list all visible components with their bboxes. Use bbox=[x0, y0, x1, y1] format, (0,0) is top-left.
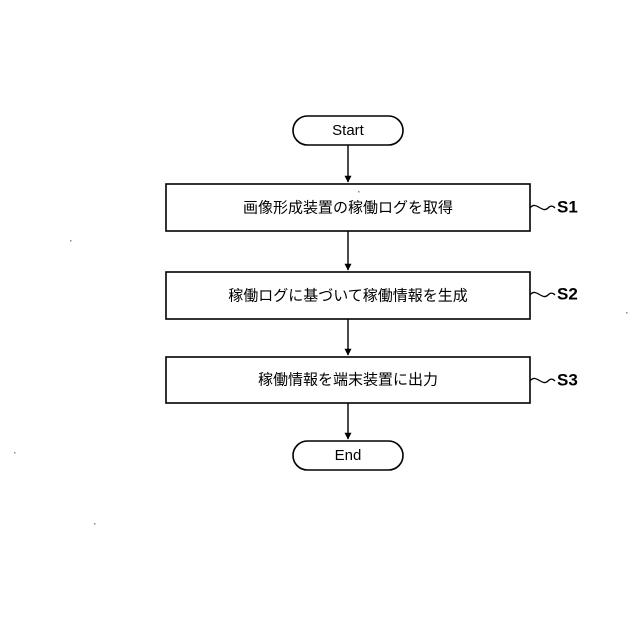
step-label-s3: S3 bbox=[557, 370, 578, 389]
step-leader-s2 bbox=[530, 292, 555, 296]
process-text-s1: 画像形成装置の稼働ログを取得 bbox=[243, 199, 453, 217]
end-label: End bbox=[335, 447, 362, 464]
step-label-s1: S1 bbox=[557, 197, 578, 216]
process-box-s3: 稼働情報を端末装置に出力 bbox=[166, 357, 530, 403]
start-label: Start bbox=[332, 122, 365, 139]
process-box-s1: 画像形成装置の稼働ログを取得 bbox=[166, 184, 530, 231]
start-terminal: Start bbox=[293, 116, 403, 145]
process-text-s2: 稼働ログに基づいて稼働情報を生成 bbox=[228, 287, 468, 305]
step-label-s2: S2 bbox=[557, 284, 578, 303]
end-terminal: End bbox=[293, 441, 403, 470]
process-text-s3: 稼働情報を端末装置に出力 bbox=[258, 371, 438, 389]
process-box-s2: 稼働ログに基づいて稼働情報を生成 bbox=[166, 272, 530, 319]
step-leader-s3 bbox=[530, 378, 555, 382]
step-leader-s1 bbox=[530, 205, 555, 209]
